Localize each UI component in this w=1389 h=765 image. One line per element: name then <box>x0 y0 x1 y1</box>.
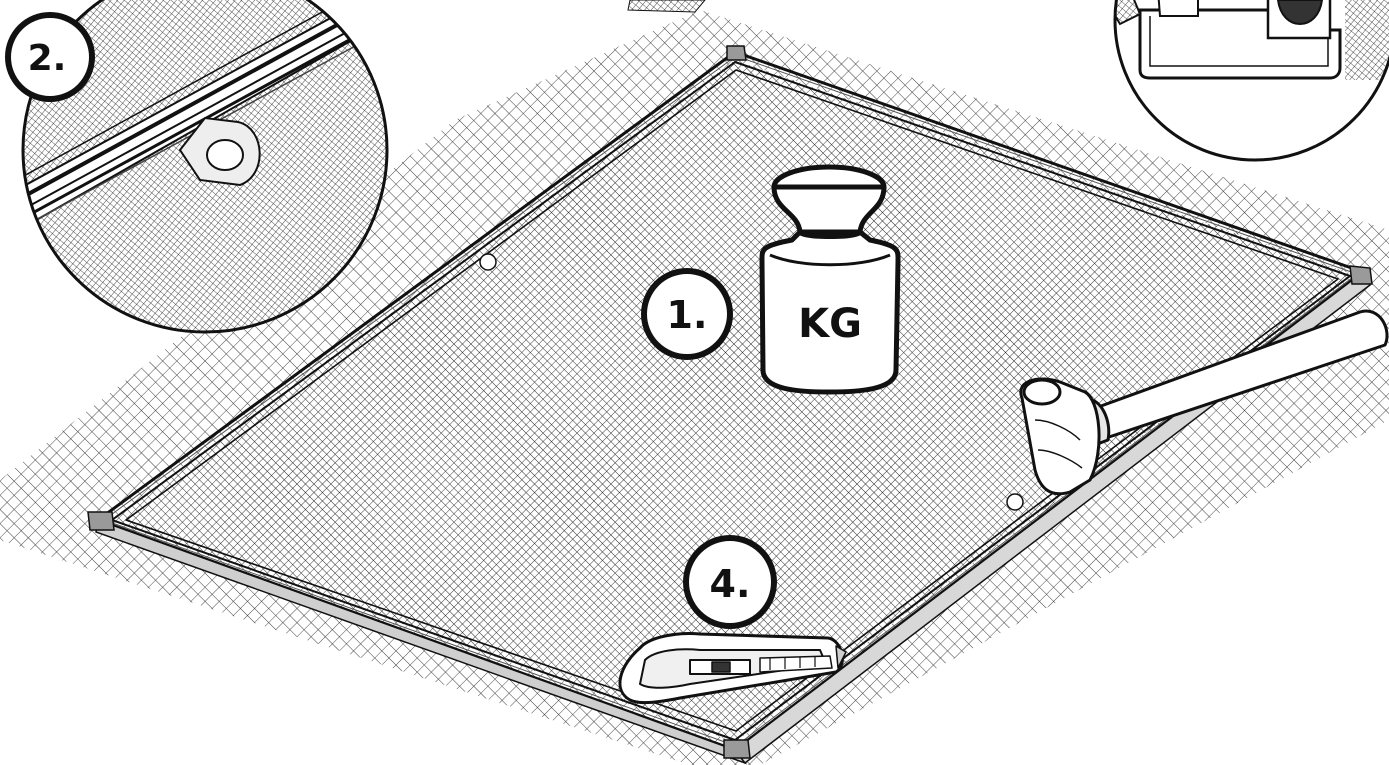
svg-text:1.: 1. <box>667 293 708 337</box>
step-1-badge: 1. <box>644 271 730 357</box>
weight-label: KG <box>798 301 862 347</box>
step-4-badge: 4. <box>686 538 774 626</box>
step-2-badge: 2. <box>8 15 92 99</box>
tab-hole-right <box>1007 494 1023 510</box>
mesh-roll-fragment <box>628 0 705 12</box>
tab-hole-left <box>480 254 496 270</box>
weight-icon <box>762 167 898 392</box>
frame-profile-detail <box>1100 0 1389 160</box>
svg-text:2.: 2. <box>28 38 67 79</box>
svg-text:4.: 4. <box>710 562 751 606</box>
